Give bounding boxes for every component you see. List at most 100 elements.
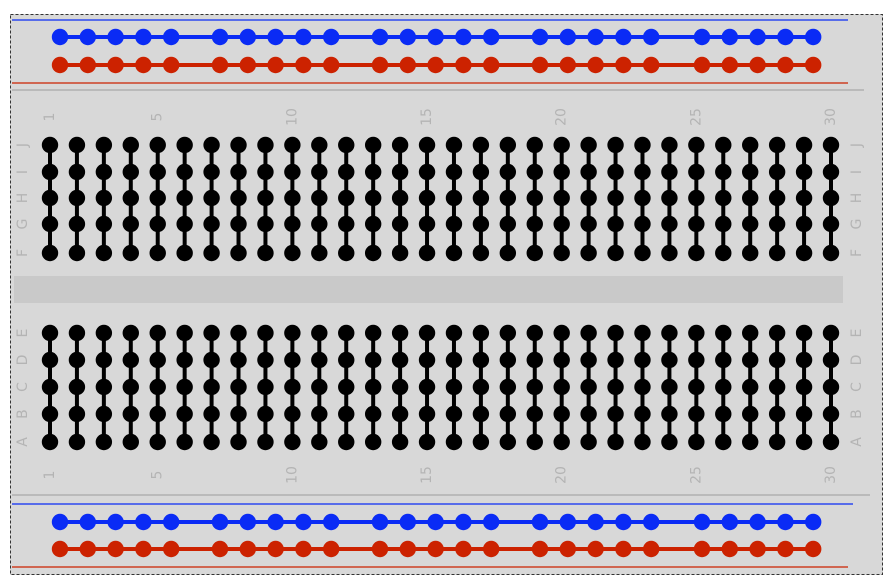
lower-hole: [607, 351, 624, 369]
upper-hole: [257, 189, 274, 207]
lower-hole: [149, 324, 166, 342]
upper-hole: [795, 215, 813, 233]
top-red-rail-hole: [135, 56, 152, 74]
lower-hole: [526, 351, 543, 369]
upper-row-label-left: I: [15, 170, 31, 174]
lower-row-label-right: D: [849, 355, 865, 366]
upper-hole: [122, 244, 139, 262]
lower-hole: [472, 405, 490, 423]
top-blue-rail-hole: [587, 28, 604, 46]
lower-hole: [364, 378, 382, 396]
lower-hole: [553, 324, 570, 342]
top-blue-rail-hole: [295, 28, 312, 46]
lower-hole: [822, 324, 840, 342]
top-red-rail-hole: [559, 56, 576, 74]
lower-hole: [580, 351, 597, 369]
lower-hole: [311, 433, 328, 451]
bottom-red-rail-hole: [455, 540, 472, 558]
upper-hole: [122, 163, 139, 181]
top-red-rail-hole: [587, 56, 604, 74]
board-border: [10, 14, 883, 575]
upper-hole: [445, 244, 463, 262]
lower-hole: [176, 433, 193, 451]
lower-hole: [338, 405, 355, 423]
upper-hole: [688, 163, 705, 181]
upper-hole: [68, 189, 86, 207]
lower-hole: [391, 351, 409, 369]
upper-hole: [634, 215, 651, 233]
lower-hole: [391, 433, 409, 451]
lower-hole: [338, 324, 355, 342]
upper-hole: [338, 244, 355, 262]
upper-hole: [364, 189, 382, 207]
lower-hole: [526, 405, 543, 423]
bottom-blue-rail-hole: [805, 513, 822, 531]
upper-hole: [661, 163, 678, 181]
upper-hole: [418, 163, 436, 181]
top-blue-rail-hole: [239, 28, 256, 46]
lower-hole: [41, 405, 59, 423]
top-red-rail-hole: [427, 56, 444, 74]
lower-hole: [795, 324, 813, 342]
top-blue-rail-hole: [749, 28, 766, 46]
lower-hole: [445, 378, 463, 396]
lower-hole: [499, 405, 517, 423]
lower-hole: [472, 433, 490, 451]
top-red-rail-hole: [399, 56, 416, 74]
upper-hole: [41, 163, 59, 181]
upper-row-label-left: F: [15, 249, 31, 257]
lower-row-label-left: C: [15, 382, 31, 392]
lower-hole: [284, 324, 301, 342]
lower-hole: [122, 351, 139, 369]
lower-hole: [41, 324, 59, 342]
bottom-column-label: 5: [150, 471, 166, 480]
lower-hole: [445, 324, 463, 342]
lower-hole: [526, 324, 543, 342]
lower-hole: [661, 351, 678, 369]
lower-hole: [364, 324, 382, 342]
upper-hole: [445, 189, 463, 207]
bottom-red-rail-hole: [427, 540, 444, 558]
upper-hole: [768, 163, 786, 181]
lower-hole: [822, 378, 840, 396]
lower-hole: [176, 378, 193, 396]
bottom-column-label: 25: [688, 466, 704, 484]
upper-hole: [553, 163, 570, 181]
upper-hole: [203, 136, 220, 154]
lower-hole: [688, 433, 705, 451]
lower-hole: [122, 324, 139, 342]
lower-hole: [68, 351, 86, 369]
upper-hole: [499, 163, 517, 181]
bottom-column-label: 20: [554, 466, 570, 484]
lower-hole: [715, 405, 732, 423]
upper-hole: [822, 215, 840, 233]
upper-hole: [688, 189, 705, 207]
bottom-blue-rail-hole: [79, 513, 97, 531]
lower-hole: [688, 351, 705, 369]
upper-hole: [176, 189, 193, 207]
bottom-blue-rail-hole: [427, 513, 444, 531]
lower-hole: [607, 378, 624, 396]
lower-hole: [230, 351, 247, 369]
upper-hole: [122, 215, 139, 233]
upper-hole: [95, 163, 113, 181]
lower-hole: [41, 378, 59, 396]
top-column-label: 30: [823, 108, 839, 126]
upper-hole: [472, 215, 490, 233]
bottom-blue-rail-hole: [455, 513, 472, 531]
lower-hole: [364, 351, 382, 369]
lower-hole: [41, 433, 59, 451]
upper-hole: [391, 215, 409, 233]
lower-hole: [311, 351, 328, 369]
lower-hole: [688, 378, 705, 396]
top-red-rail-hole: [295, 56, 312, 74]
upper-hole: [634, 189, 651, 207]
bottom-blue-rail-hole: [615, 513, 632, 531]
upper-hole: [122, 136, 139, 154]
upper-hole: [607, 244, 624, 262]
upper-hole: [176, 163, 193, 181]
upper-hole: [418, 189, 436, 207]
lower-hole: [149, 433, 166, 451]
lower-hole: [391, 378, 409, 396]
bottom-red-rail-hole: [587, 540, 604, 558]
